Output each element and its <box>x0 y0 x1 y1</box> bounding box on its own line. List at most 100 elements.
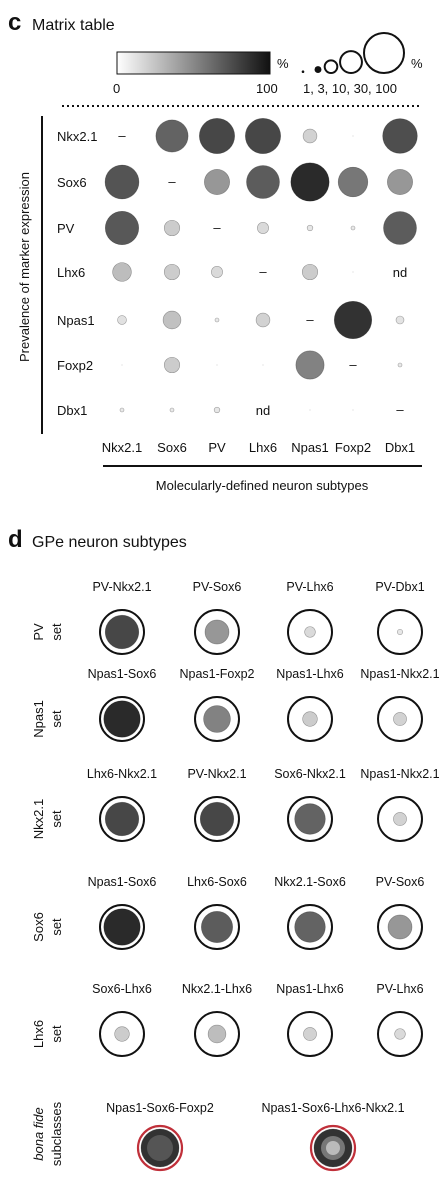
subtype-name: PV-Nkx2.1 <box>92 580 151 594</box>
matrix-dot <box>213 406 221 414</box>
subtype-dot <box>104 801 140 837</box>
panel-c-title: Matrix table <box>32 17 115 34</box>
subtype-dot <box>302 711 318 727</box>
colorbar-min-label: 0 <box>113 81 120 96</box>
subclass-name: Npas1-Sox6-Lhx6-Nkx2.1 <box>261 1101 404 1115</box>
subtype-name: PV-Nkx2.1 <box>187 767 246 781</box>
subtype-dot <box>397 629 403 635</box>
subtype-name: PV-Sox6 <box>193 580 242 594</box>
matrix-col-label: Sox6 <box>157 440 187 455</box>
subclass-core-dot <box>326 1141 340 1155</box>
subtype-dot <box>303 1027 317 1041</box>
colorbar-max-label: 100 <box>256 81 278 96</box>
subtype-dot <box>394 1028 406 1040</box>
set-label-sub: subclasses <box>49 1101 64 1166</box>
set-label-main: bona fide <box>31 1107 46 1161</box>
matrix-dot <box>155 119 189 153</box>
matrix-col-label: Lhx6 <box>249 440 277 455</box>
matrix-dot <box>352 135 354 137</box>
matrix-col-label: Foxp2 <box>335 440 371 455</box>
matrix-dot <box>216 364 218 366</box>
matrix-dot <box>112 262 132 282</box>
set-label-sub: set <box>49 918 64 936</box>
matrix-cell-nd: nd <box>256 403 270 418</box>
subtype-name: PV-Lhx6 <box>376 982 423 996</box>
subtype-dot <box>114 1026 130 1042</box>
matrix-cell-dash: – <box>118 128 126 143</box>
matrix-dot <box>352 271 354 273</box>
matrix-cell-dash: – <box>349 357 357 372</box>
colorbar <box>116 51 271 75</box>
matrix-cell-nd: nd <box>393 265 407 280</box>
set-label-sub: set <box>49 810 64 828</box>
matrix-row-label: Npas1 <box>57 313 95 328</box>
matrix-dot <box>257 222 269 234</box>
size-legend-circle <box>301 70 305 73</box>
matrix-cell-dash: – <box>396 402 404 417</box>
subtype-name: Npas1-Nkx2.1 <box>360 667 439 681</box>
matrix-dot <box>162 310 182 330</box>
matrix-dot <box>245 118 281 154</box>
matrix-dot <box>301 263 319 281</box>
size-legend-circle <box>363 32 405 74</box>
set-label-sub: set <box>49 623 64 641</box>
matrix-row-label: PV <box>57 221 75 236</box>
subtype-dot <box>204 619 230 645</box>
subtype-name: Nkx2.1-Lhx6 <box>182 982 252 996</box>
x-axis-label: Molecularly-defined neuron subtypes <box>156 478 369 493</box>
matrix-dot <box>295 350 325 380</box>
matrix-dot <box>104 210 140 246</box>
subtype-name: PV-Lhx6 <box>286 580 333 594</box>
matrix-dot <box>350 225 356 231</box>
subtype-name: Sox6-Nkx2.1 <box>274 767 346 781</box>
matrix-dot <box>352 409 354 411</box>
matrix-dot <box>383 211 417 245</box>
subtype-name: Npas1-Foxp2 <box>179 667 254 681</box>
matrix-dot <box>333 300 373 340</box>
size-legend-unit: % <box>411 56 423 71</box>
subtype-dot <box>203 705 231 733</box>
size-legend-circle <box>339 50 363 74</box>
set-label-sub: set <box>49 1025 64 1043</box>
matrix-dot <box>397 362 403 368</box>
subtype-name: Npas1-Sox6 <box>88 667 157 681</box>
y-axis-label: Prevalence of marker expression <box>17 172 32 362</box>
matrix-col-label: Npas1 <box>291 440 329 455</box>
matrix-dot <box>309 409 311 411</box>
matrix-col-label: Dbx1 <box>385 440 415 455</box>
matrix-dot <box>119 407 125 413</box>
matrix-dot <box>262 364 264 366</box>
set-label-main: Nkx2.1 <box>31 799 46 839</box>
matrix-dot <box>382 118 418 154</box>
size-legend-label: 1, 3, 10, 30, 100 <box>303 81 397 96</box>
matrix-dot <box>204 169 230 195</box>
matrix-row-label: Dbx1 <box>57 403 87 418</box>
panel-d-letter: d <box>8 526 23 553</box>
subtype-dot <box>103 700 141 738</box>
subtype-dot <box>199 801 235 837</box>
matrix-row-label: Foxp2 <box>57 358 93 373</box>
subclass-name: Npas1-Sox6-Foxp2 <box>106 1101 214 1115</box>
matrix-dot <box>104 164 140 200</box>
subtype-name: Lhx6-Nkx2.1 <box>87 767 157 781</box>
matrix-dot <box>214 317 220 323</box>
subtype-dot <box>201 911 233 943</box>
subtype-dot <box>104 614 140 650</box>
matrix-cell-dash: – <box>259 264 267 279</box>
set-label-sub: set <box>49 710 64 728</box>
subclass-inner-dot <box>147 1135 173 1161</box>
subtype-name: Npas1-Sox6 <box>88 875 157 889</box>
subtype-name: Npas1-Nkx2.1 <box>360 767 439 781</box>
matrix-dot <box>387 169 413 195</box>
matrix-col-label: PV <box>208 440 226 455</box>
subtype-name: Sox6-Lhx6 <box>92 982 152 996</box>
subtype-name: Nkx2.1-Sox6 <box>274 875 346 889</box>
matrix-dot <box>199 118 235 154</box>
matrix-row-label: Sox6 <box>57 175 87 190</box>
matrix-dot <box>163 263 181 281</box>
matrix-cell-dash: – <box>213 220 221 235</box>
matrix-row-label: Lhx6 <box>57 265 85 280</box>
size-legend-circle <box>323 59 339 75</box>
